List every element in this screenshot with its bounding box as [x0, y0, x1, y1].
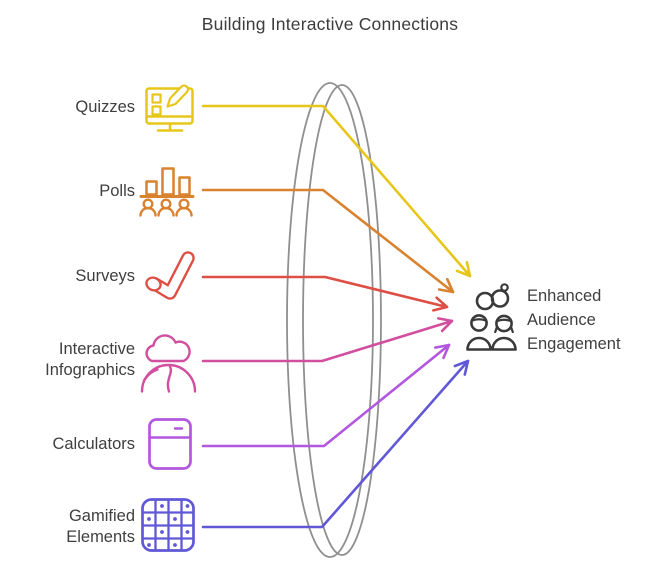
item-label-quizzes: Quizzes	[75, 98, 135, 116]
game-board-grid-icon	[141, 498, 195, 552]
item-label-calculators: Calculators	[52, 435, 135, 453]
arrow-polls	[201, 188, 455, 294]
lens-ellipses	[286, 82, 382, 558]
arrow-infographics	[201, 317, 454, 363]
calculator-icon	[148, 418, 192, 470]
outcome-label: Enhanced Audience Engagement	[527, 287, 621, 353]
item-label-gamified: Gamified Elements	[66, 507, 135, 546]
poll-bar-chart-people-icon	[139, 167, 195, 217]
item-label-surveys: Surveys	[75, 267, 135, 285]
diagram-title: Building Interactive Connections	[201, 14, 459, 34]
arrow-calculators	[201, 343, 451, 448]
cloud-globe-icon	[140, 334, 197, 393]
quiz-monitor-pencil-icon	[145, 84, 194, 132]
survey-rolled-check-icon	[145, 251, 195, 300]
audience-people-icon	[466, 283, 517, 351]
item-label-polls: Polls	[99, 182, 135, 200]
item-label-infographics: Interactive Infographics	[45, 340, 135, 379]
arrow-surveys	[201, 275, 449, 312]
arrow-gamified	[201, 359, 470, 529]
arrow-quizzes	[201, 104, 472, 278]
